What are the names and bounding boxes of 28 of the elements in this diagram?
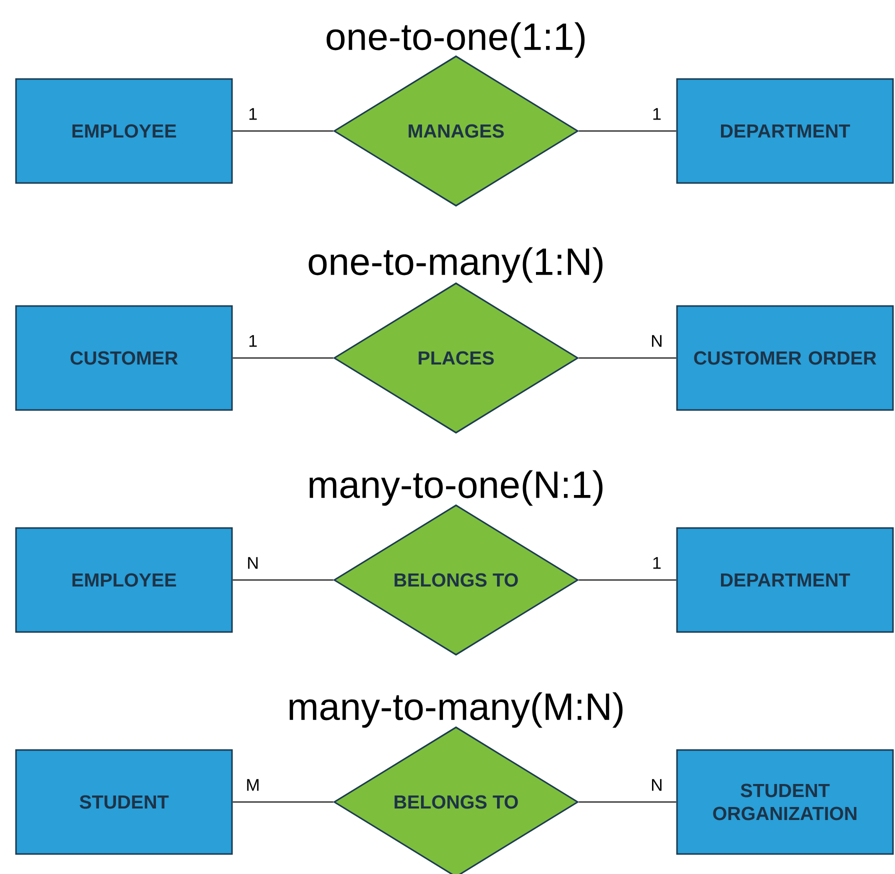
cardinality-label: 1 bbox=[653, 108, 661, 120]
cardinality-label: 1 bbox=[249, 335, 257, 347]
connector-line bbox=[578, 801, 676, 803]
connector-line bbox=[578, 579, 676, 581]
cardinality-label: N bbox=[652, 779, 662, 791]
entity-box: STUDENT ORGANIZATION bbox=[676, 749, 894, 855]
entity-box: CUSTOMER ORDER bbox=[676, 305, 894, 411]
connector-line bbox=[232, 579, 334, 581]
cardinality-label: N bbox=[248, 557, 258, 569]
entity-box: EMPLOYEE bbox=[15, 527, 233, 633]
connector-line bbox=[578, 357, 676, 359]
entity-box: CUSTOMER bbox=[15, 305, 233, 411]
relationship-heading: one-to-one(1:1) bbox=[326, 22, 585, 58]
cardinality-label: 1 bbox=[249, 108, 257, 120]
connector-line bbox=[232, 801, 334, 803]
connector-line bbox=[232, 130, 334, 132]
relationship-heading: many-to-many(M:N) bbox=[290, 692, 623, 728]
connector-line bbox=[232, 357, 334, 359]
entity-box: STUDENT bbox=[15, 749, 233, 855]
entity-box: DEPARTMENT bbox=[676, 78, 894, 184]
cardinality-label: 1 bbox=[653, 557, 661, 569]
connector-line bbox=[578, 130, 676, 132]
entity-box: EMPLOYEE bbox=[15, 78, 233, 184]
relationship-heading: many-to-one(N:1) bbox=[310, 470, 602, 506]
cardinality-label: N bbox=[652, 335, 662, 347]
cardinality-label: M bbox=[247, 779, 259, 791]
entity-box: DEPARTMENT bbox=[676, 527, 894, 633]
relationship-heading: one-to-many(1:N) bbox=[308, 247, 602, 283]
